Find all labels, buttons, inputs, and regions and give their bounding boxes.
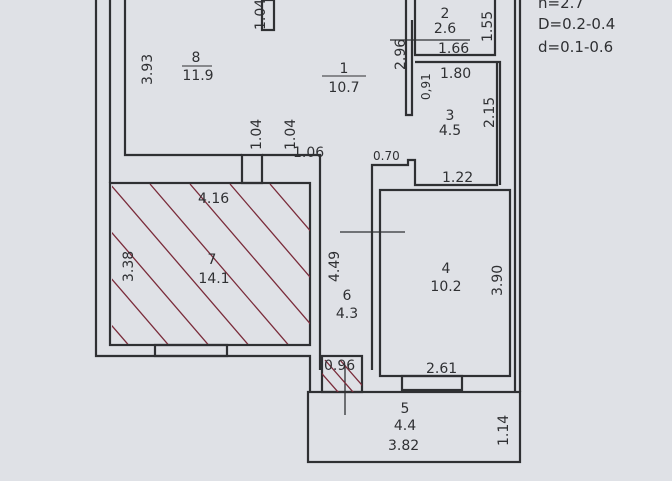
room-4-area: 10.2 xyxy=(430,279,461,295)
dim: 1.04 xyxy=(253,0,269,30)
room-5-no: 5 xyxy=(401,401,410,417)
dim: 1.66 xyxy=(438,41,469,57)
room-3-no: 3 xyxy=(446,108,455,124)
dim: 3.93 xyxy=(140,54,156,85)
room-7-no: 7 xyxy=(208,252,217,268)
dim: 0.96 xyxy=(324,358,355,374)
hatch-room-5 xyxy=(322,359,362,392)
dim: 3.90 xyxy=(490,265,506,296)
room-8-area: 11.9 xyxy=(182,68,213,84)
room-1-area: 10.7 xyxy=(328,80,359,96)
room-1-no: 1 xyxy=(340,61,349,77)
room-8-no: 8 xyxy=(192,50,201,66)
legend-height: h=2.7 xyxy=(538,0,584,12)
room-7-area: 14.1 xyxy=(198,271,229,287)
dim: 1.04 xyxy=(283,119,299,150)
room-3-area: 4.5 xyxy=(439,123,461,139)
room-labels: 8 11.9 1 10.7 2 2.6 3 4.5 4 10.2 5 4.4 6… xyxy=(182,6,462,434)
dim: 4.16 xyxy=(198,191,229,207)
dim: 4.49 xyxy=(327,251,343,282)
dim: 2.61 xyxy=(426,361,457,377)
dim: 1.14 xyxy=(496,415,512,446)
dim: 1.06 xyxy=(293,145,324,161)
room-4-no: 4 xyxy=(442,261,451,277)
dim: 1.04 xyxy=(249,119,265,150)
dim: 0.70 xyxy=(373,149,400,163)
legend-d: d=0.1-0.6 xyxy=(538,38,613,56)
dim: 2.96 xyxy=(393,39,409,70)
walls xyxy=(94,0,522,464)
room-5-area: 4.4 xyxy=(394,418,416,434)
room-2-no: 2 xyxy=(441,6,450,22)
room-2-area: 2.6 xyxy=(434,21,456,37)
dim: 3.38 xyxy=(121,251,137,282)
room-6-no: 6 xyxy=(343,288,352,304)
hatch-room-7 xyxy=(112,184,310,344)
dim: 1.22 xyxy=(442,170,473,186)
dimensions: 3.93 1.04 1.04 1.04 1.06 4.16 3.38 4.49 … xyxy=(121,0,512,454)
dim: 2.15 xyxy=(482,97,498,128)
dim: 3.82 xyxy=(388,438,419,454)
dim: 1.80 xyxy=(440,66,471,82)
dim: 0,91 xyxy=(419,73,433,100)
dim: 1.55 xyxy=(480,11,496,42)
legend-D: D=0.2-0.4 xyxy=(538,15,615,33)
room-6-area: 4.3 xyxy=(336,306,358,322)
